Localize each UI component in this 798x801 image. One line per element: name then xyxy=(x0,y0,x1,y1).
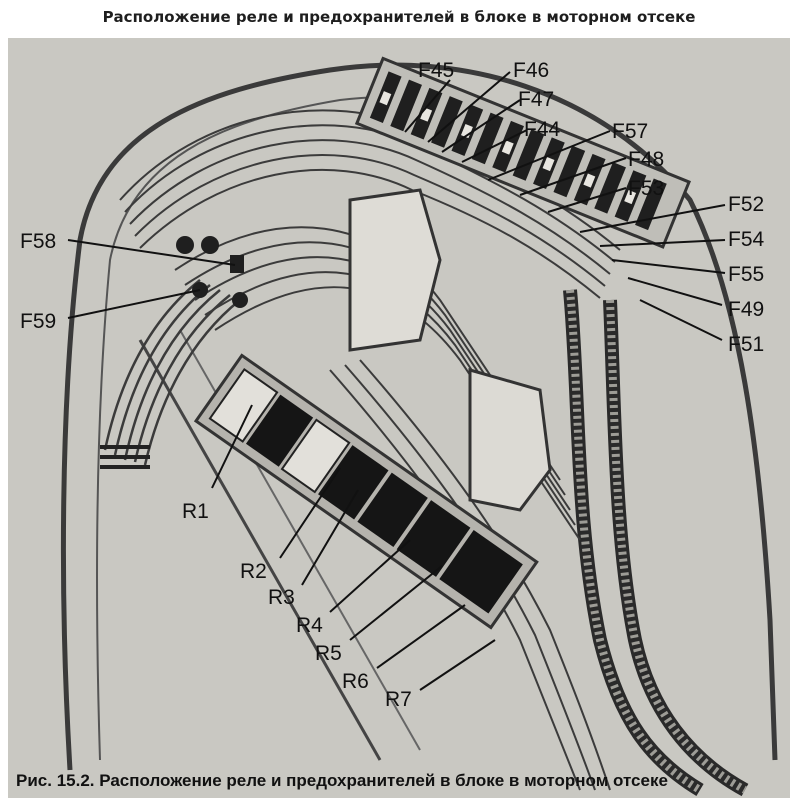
label-r4: R4 xyxy=(296,614,323,637)
label-f53: F53 xyxy=(628,177,664,200)
label-r5: R5 xyxy=(315,642,342,665)
label-r2: R2 xyxy=(240,560,267,583)
fuse-strip xyxy=(354,56,691,249)
label-r1: R1 xyxy=(182,500,209,523)
label-f51: F51 xyxy=(728,333,764,356)
page-title: Расположение реле и предохранителей в бл… xyxy=(102,8,696,26)
label-f45: F45 xyxy=(418,59,454,82)
label-f55: F55 xyxy=(728,263,764,286)
label-f54: F54 xyxy=(728,228,765,251)
label-f47: F47 xyxy=(518,88,554,111)
label-f49: F49 xyxy=(728,298,764,321)
label-f48: F48 xyxy=(628,148,664,171)
figure-caption: Рис. 15.2. Расположение реле и предохран… xyxy=(16,771,668,790)
label-r3: R3 xyxy=(268,586,295,609)
fuse-box-diagram: F45 F46 F47 F44 F57 F48 F53 F52 F54 F55 … xyxy=(8,38,790,798)
label-f44: F44 xyxy=(524,118,561,141)
label-f57: F57 xyxy=(612,120,648,143)
label-f58: F58 xyxy=(20,230,56,253)
label-f59: F59 xyxy=(20,310,56,333)
label-f46: F46 xyxy=(513,59,549,82)
label-r7: R7 xyxy=(385,688,412,711)
fuse-box-photo: F45 F46 F47 F44 F57 F48 F53 F52 F54 F55 … xyxy=(8,38,790,798)
label-f52: F52 xyxy=(728,193,764,216)
label-r6: R6 xyxy=(342,670,369,693)
relay-row xyxy=(193,353,539,630)
